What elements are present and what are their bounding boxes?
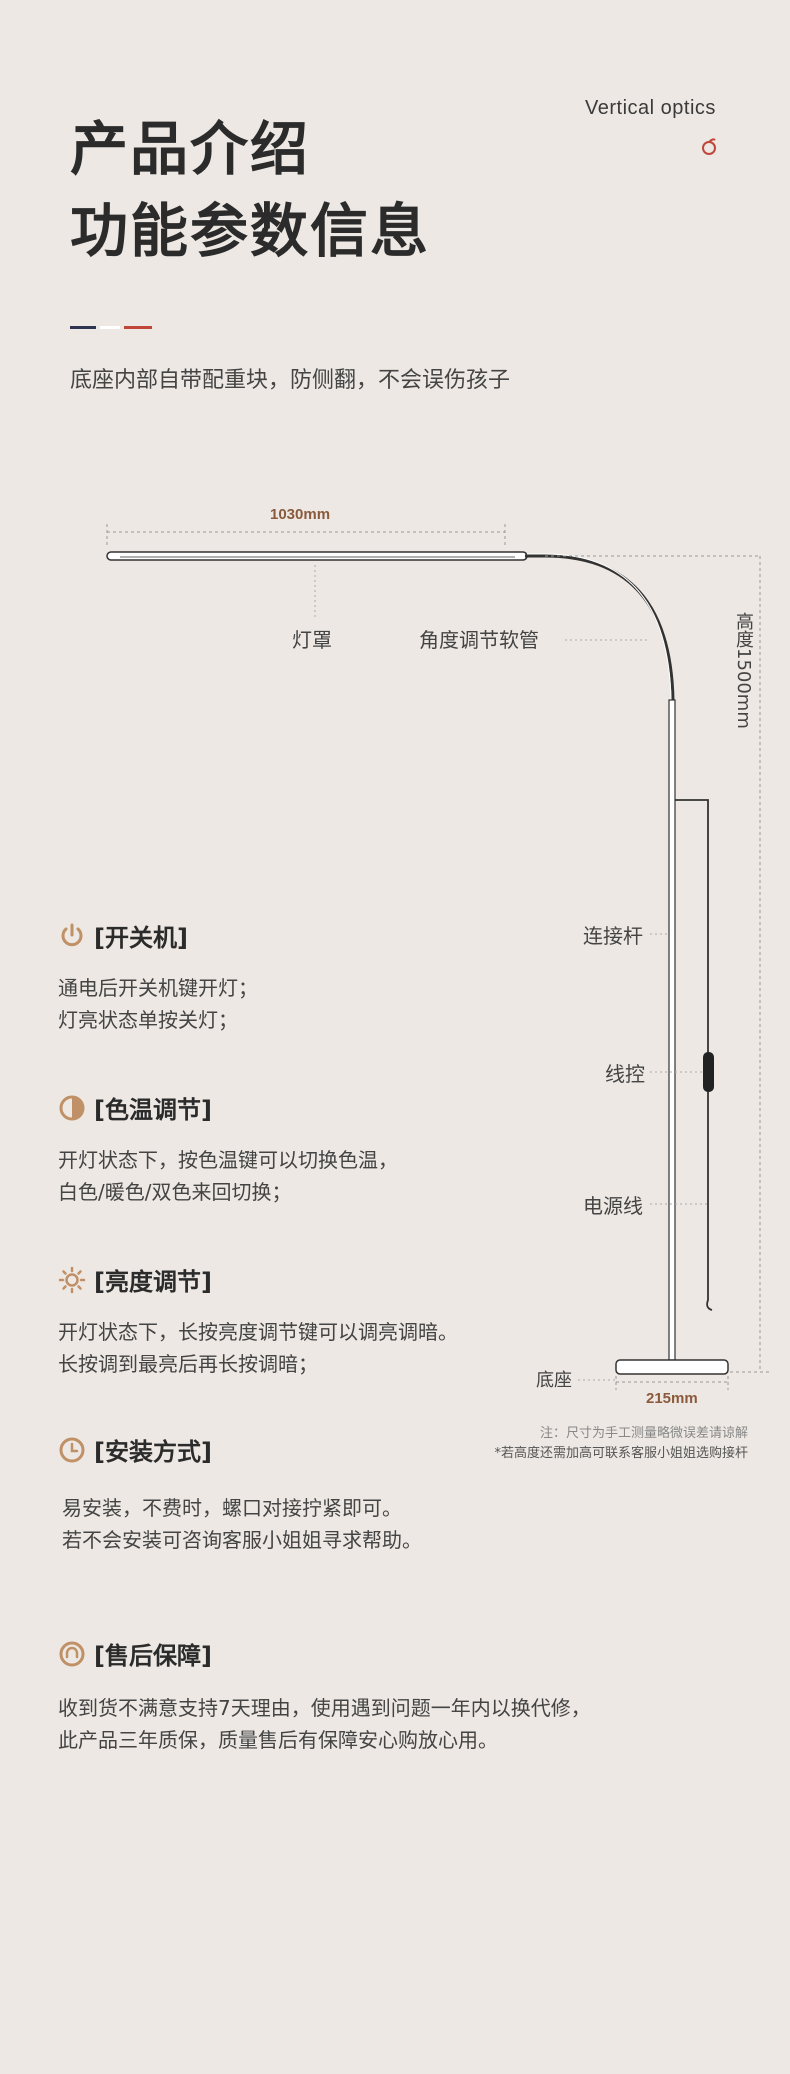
power-cable xyxy=(675,799,713,1311)
section-line: 此产品三年质保，质量售后有保障安心购放心用。 xyxy=(58,1728,498,1752)
page-title: 产品介绍 功能参数信息 xyxy=(70,108,430,272)
base-dimension-line xyxy=(615,1376,729,1390)
pole-label: 连接杆 xyxy=(583,924,643,948)
tagline: Vertical optics xyxy=(585,97,716,119)
section-line: 灯亮状态单按关灯； xyxy=(58,1008,238,1032)
connecting-pole xyxy=(668,699,676,1361)
height-dimension-line xyxy=(545,555,770,1373)
section-line: 收到货不满意支持7天理由，使用遇到问题一年内以换代修， xyxy=(58,1696,591,1720)
lamp-diagram xyxy=(106,524,770,1390)
section-line: 白色/暖色/双色来回切换； xyxy=(58,1180,292,1204)
base-dimension-label: 215mm xyxy=(646,1390,698,1407)
base-label: 底座 xyxy=(536,1370,572,1391)
section-line: 开灯状态下，按色温键可以切换色温， xyxy=(58,1148,398,1172)
section-title: [售后保障] xyxy=(94,1642,212,1670)
section-line: 通电后开关机键开灯； xyxy=(58,976,258,1000)
section-after-sales: [售后保障] xyxy=(58,1636,212,1671)
cable-label: 电源线 xyxy=(583,1194,643,1218)
section-line: 开灯状态下，长按亮度调节键可以调亮调暗。 xyxy=(58,1320,458,1344)
color-bar-decoration xyxy=(70,326,152,329)
sun-icon xyxy=(58,1266,86,1293)
measurement-note: 注：尺寸为手工测量略微误差请谅解 xyxy=(539,1426,748,1441)
width-dimension-line xyxy=(106,524,506,548)
switch-label: 线控 xyxy=(605,1062,645,1086)
section-title: [安装方式] xyxy=(94,1438,212,1466)
title-line-1: 产品介绍 xyxy=(70,115,311,183)
section-brightness: [亮度调节] xyxy=(58,1262,212,1297)
section-color-temp: [色温调节] xyxy=(58,1090,212,1125)
inline-switch xyxy=(703,1052,714,1092)
section-installation: [安装方式] xyxy=(58,1432,212,1467)
section-body: 收到货不满意支持7天理由，使用遇到问题一年内以换代修， 此产品三年质保，质量售后… xyxy=(58,1692,591,1756)
section-title: [开关机] xyxy=(94,924,188,952)
page-subtitle: 底座内部自带配重块，防侧翻，不会误伤孩子 xyxy=(70,368,511,393)
height-dimension-label: 高度1500mm xyxy=(733,612,754,729)
section-body: 易安装，不费时，螺口对接拧紧即可。 若不会安装可咨询客服小姐姐寻求帮助。 xyxy=(62,1492,422,1556)
section-body: 开灯状态下，长按亮度调节键可以调亮调暗。 长按调到最亮后再长按调暗； xyxy=(58,1316,458,1380)
extension-note: *若高度还需加高可联系客服小姐姐选购接杆 xyxy=(494,1446,748,1461)
section-body: 通电后开关机键开灯； 灯亮状态单按关灯； xyxy=(58,972,258,1036)
lamp-shade xyxy=(106,551,528,561)
hose-label: 角度调节软管 xyxy=(419,628,539,652)
clock-icon xyxy=(59,1437,85,1462)
width-dimension-label: 1030mm xyxy=(270,506,331,523)
power-icon xyxy=(61,923,83,946)
section-title: [亮度调节] xyxy=(94,1268,212,1296)
section-power: [开关机] xyxy=(58,918,188,953)
title-line-2: 功能参数信息 xyxy=(70,197,431,265)
section-body: 开灯状态下，按色温键可以切换色温， 白色/暖色/双色来回切换； xyxy=(58,1144,398,1208)
half-circle-icon xyxy=(59,1095,85,1120)
section-title: [色温调节] xyxy=(94,1096,212,1124)
section-line: 长按调到最亮后再长按调暗； xyxy=(58,1352,318,1376)
section-line: 易安装，不费时，螺口对接拧紧即可。 xyxy=(62,1496,402,1520)
section-line: 若不会安装可咨询客服小姐姐寻求帮助。 xyxy=(62,1528,422,1552)
headset-icon xyxy=(59,1641,85,1666)
spiral-icon xyxy=(702,138,716,155)
adjustable-hose xyxy=(525,554,675,701)
shade-label: 灯罩 xyxy=(292,628,332,652)
lamp-base xyxy=(615,1359,729,1375)
